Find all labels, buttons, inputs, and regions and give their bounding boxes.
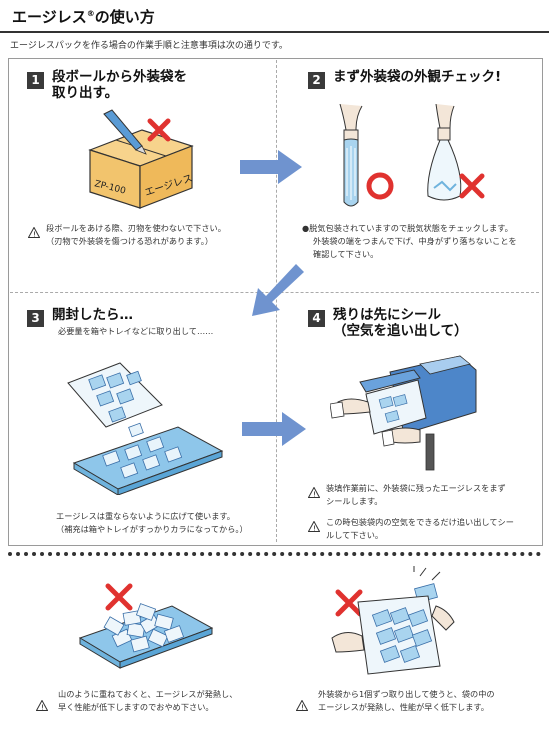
tray-illustration xyxy=(67,362,224,495)
arrow-right-icon xyxy=(240,150,302,184)
warning-icon: ! xyxy=(28,227,40,238)
svg-text:!: ! xyxy=(313,525,316,533)
vertical-divider xyxy=(276,60,277,542)
cardboard-box-illustration: ZP-100 エージレス xyxy=(88,109,194,209)
caution-2-text: 外装袋から1個ずつ取り出して使うと、袋の中のエージレスが発熱し、性能が早く低下し… xyxy=(318,689,495,712)
arrow-down-left-icon xyxy=(252,264,304,316)
caution-1-text: 山のように重ねておくと、エージレスが発熱し、早く性能が低下しますのでおやめ下さい… xyxy=(58,689,238,712)
warning-icon: ! xyxy=(308,521,320,532)
step-2-note: ●脱気包装されていますので脱気状態をチェックします。外装袋の端をつまんで下げ、中… xyxy=(302,223,517,259)
svg-text:!: ! xyxy=(33,231,36,239)
step-4-note-2: この時包装袋内の空気をできるだけ追い出してシールして下さい。 xyxy=(326,517,514,540)
step-3-note: エージレスは重ならないように広げて使います。（補充は箱やトレイがすっかりカラにな… xyxy=(56,511,248,534)
step-3-title: 開封したら… xyxy=(52,307,133,323)
warning-icon: ! xyxy=(296,700,308,711)
svg-text:!: ! xyxy=(41,704,44,712)
svg-text:!: ! xyxy=(313,491,316,499)
step-3-number: 3 xyxy=(27,310,44,327)
step-4-number: 4 xyxy=(308,310,325,327)
warning-icon: ! xyxy=(36,700,48,711)
dotted-separator xyxy=(8,552,541,556)
step-3-subtitle: 必要量を箱やトレイなどに取り出して…… xyxy=(58,326,214,336)
cross-mark-icon xyxy=(105,583,133,611)
single-pick-illustration xyxy=(331,566,455,675)
arrow-right-icon xyxy=(242,412,306,446)
step-1-note: 段ボールをあける際、刃物を使わないで下さい。（刃物で外装袋を傷つける恐れがありま… xyxy=(46,223,226,246)
steps-frame xyxy=(8,58,543,546)
cross-mark-icon xyxy=(147,118,171,142)
step-1-number: 1 xyxy=(27,72,44,89)
title-rule xyxy=(0,31,549,33)
step-4-note-1: 装填作業前に、外装袋に残ったエージレスをまずシールします。 xyxy=(326,483,506,506)
step-2-number: 2 xyxy=(308,72,325,89)
step-2-title: まず外装袋の外観チェック! xyxy=(333,69,502,85)
cross-mark-icon xyxy=(335,589,363,617)
cross-mark-icon xyxy=(459,173,485,199)
step-4-title: 残りは先にシール（空気を追い出して） xyxy=(333,307,468,339)
piled-tray-illustration xyxy=(78,603,214,669)
heat-sealer-illustration xyxy=(330,355,477,471)
warning-icon: ! xyxy=(308,487,320,498)
step-1-title: 段ボールから外装袋を取り出す。 xyxy=(52,69,187,101)
vacuum-bag-illustration xyxy=(339,104,363,207)
loose-bag-illustration xyxy=(427,104,462,201)
svg-text:!: ! xyxy=(301,704,304,712)
circle-ok-icon xyxy=(366,172,394,200)
page-title: エージレス®の使い方 xyxy=(12,8,155,26)
intro-text: エージレスパックを作る場合の作業手順と注意事項は次の通りです。 xyxy=(10,41,288,51)
